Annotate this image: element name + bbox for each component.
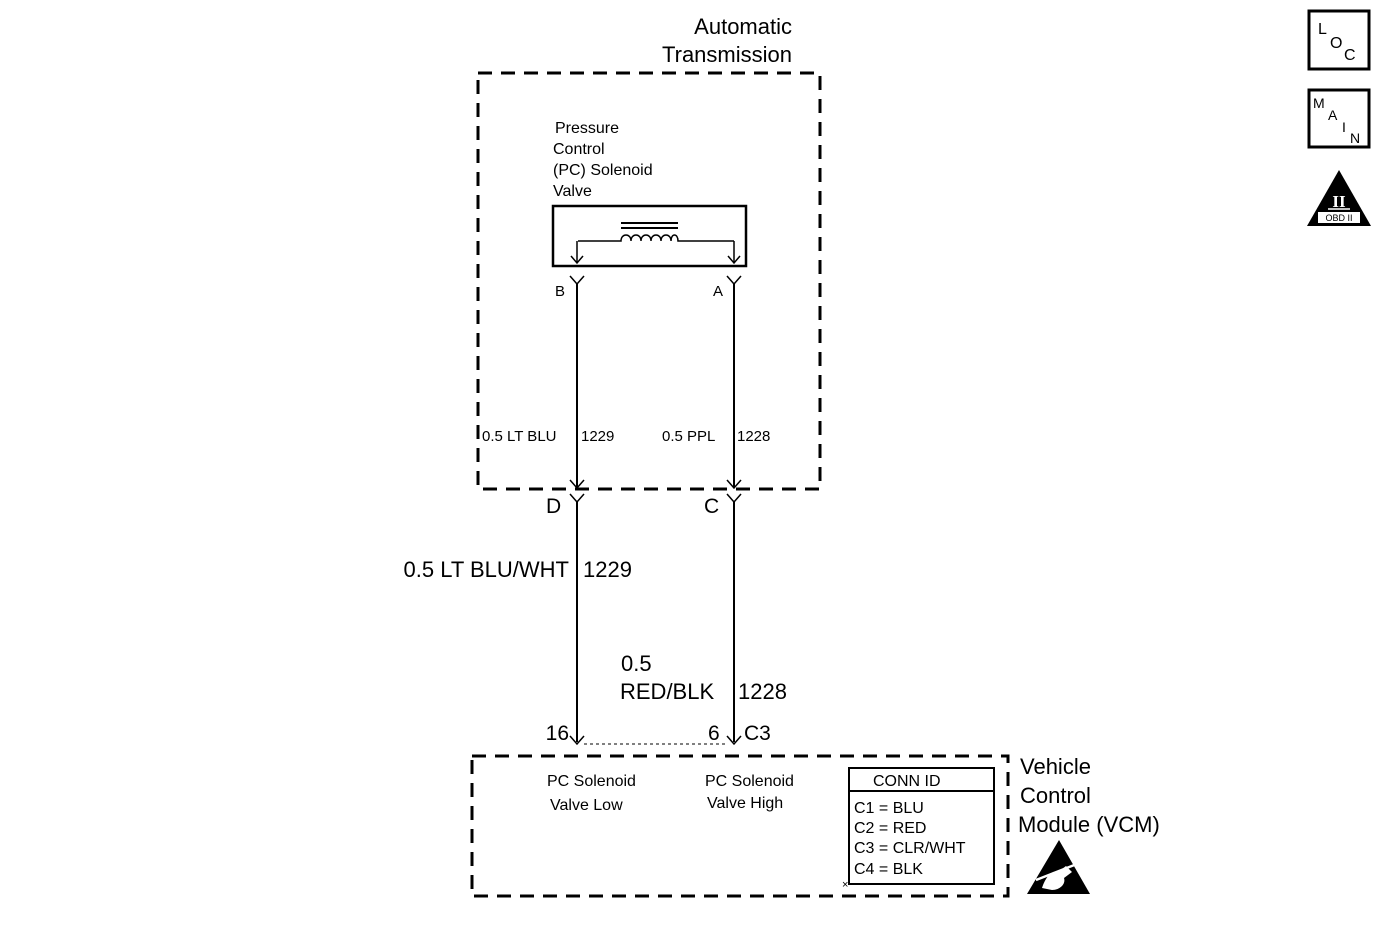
- wire-1228-external-color: RED/BLK: [620, 679, 714, 704]
- main-letter-a: A: [1328, 107, 1338, 123]
- wire-1228-external-gauge: 0.5: [621, 651, 652, 676]
- solenoid-label-line4: Valve: [553, 183, 592, 200]
- transmission-title-line2: Transmission: [662, 42, 792, 67]
- conn-id-row: C2 = RED: [854, 820, 926, 837]
- wire-1229-external-color: 0.5 LT BLU/WHT: [404, 557, 569, 582]
- wire-1228-external-circuit: 1228: [738, 679, 787, 704]
- vcm-pin-16: 16: [546, 722, 569, 745]
- vcm-input-low-line2: Valve Low: [550, 797, 623, 814]
- vcm-input-high-line1: PC Solenoid: [705, 773, 794, 790]
- wire-1228-internal-color: 0.5 PPL: [662, 428, 715, 445]
- vcm-pin-6-terminal-icon: [726, 735, 742, 746]
- vcm-title-line1: Vehicle: [1020, 754, 1091, 779]
- loc-letter-o: O: [1330, 35, 1342, 52]
- solenoid-valve: [551, 204, 748, 268]
- obd-ii-button[interactable]: II OBD II: [1307, 170, 1371, 226]
- vcm-connector-id: C3: [744, 722, 771, 745]
- pin-a-terminal-icon: [726, 275, 742, 286]
- solenoid-label-line2: Control: [553, 141, 605, 158]
- vcm-pin-6: 6: [708, 722, 720, 745]
- ground-mark-icon: ×: [842, 879, 848, 891]
- vcm-title-line2: Control: [1020, 783, 1091, 808]
- wire-1228-internal-circuit: 1228: [737, 428, 770, 445]
- loc-letter-c: C: [1344, 47, 1356, 64]
- conn-id-table: CONN ID C1 = BLU C2 = RED C3 = CLR/WHT C…: [842, 767, 995, 891]
- conn-id-row: C4 = BLK: [854, 861, 923, 878]
- main-button[interactable]: M A I N: [1307, 88, 1371, 149]
- vcm-pin-16-terminal-icon: [569, 735, 585, 746]
- main-letter-m: M: [1313, 95, 1325, 111]
- pin-b-terminal-icon: [569, 275, 585, 286]
- conn-id-row: C3 = CLR/WHT: [854, 840, 966, 857]
- obd-label: OBD II: [1325, 213, 1352, 223]
- vcm-input-low-line1: PC Solenoid: [547, 773, 636, 790]
- vcm-title-line3: Module (VCM): [1018, 812, 1160, 837]
- conn-id-header: CONN ID: [873, 773, 941, 790]
- transmission-title-line1: Automatic: [694, 14, 792, 39]
- loc-button[interactable]: L O C: [1307, 9, 1371, 71]
- connector-pin-c: C: [704, 495, 719, 518]
- coil-icon: [578, 234, 734, 242]
- main-letter-i: I: [1342, 119, 1346, 135]
- vcm-input-high-line2: Valve High: [707, 795, 783, 812]
- obd-numeral: II: [1332, 192, 1346, 211]
- loc-letter-l: L: [1318, 21, 1327, 38]
- wire-1229-internal-circuit: 1229: [581, 428, 614, 445]
- pin-b-label: B: [555, 283, 565, 300]
- main-letter-n: N: [1350, 130, 1360, 146]
- transmission-boundary: [476, 71, 822, 491]
- connector-pin-d: D: [546, 495, 561, 518]
- solenoid-label-line1: Pressure: [555, 120, 619, 137]
- wire-1229-external-circuit: 1229: [583, 557, 632, 582]
- wire-1229-internal-color: 0.5 LT BLU: [482, 428, 557, 445]
- pin-a-label: A: [713, 283, 723, 300]
- conn-id-row: C1 = BLU: [854, 800, 924, 817]
- solenoid-label-line3: (PC) Solenoid: [553, 162, 653, 179]
- vcm-boundary: [470, 754, 1010, 898]
- esd-sensitive-icon: [1027, 840, 1090, 894]
